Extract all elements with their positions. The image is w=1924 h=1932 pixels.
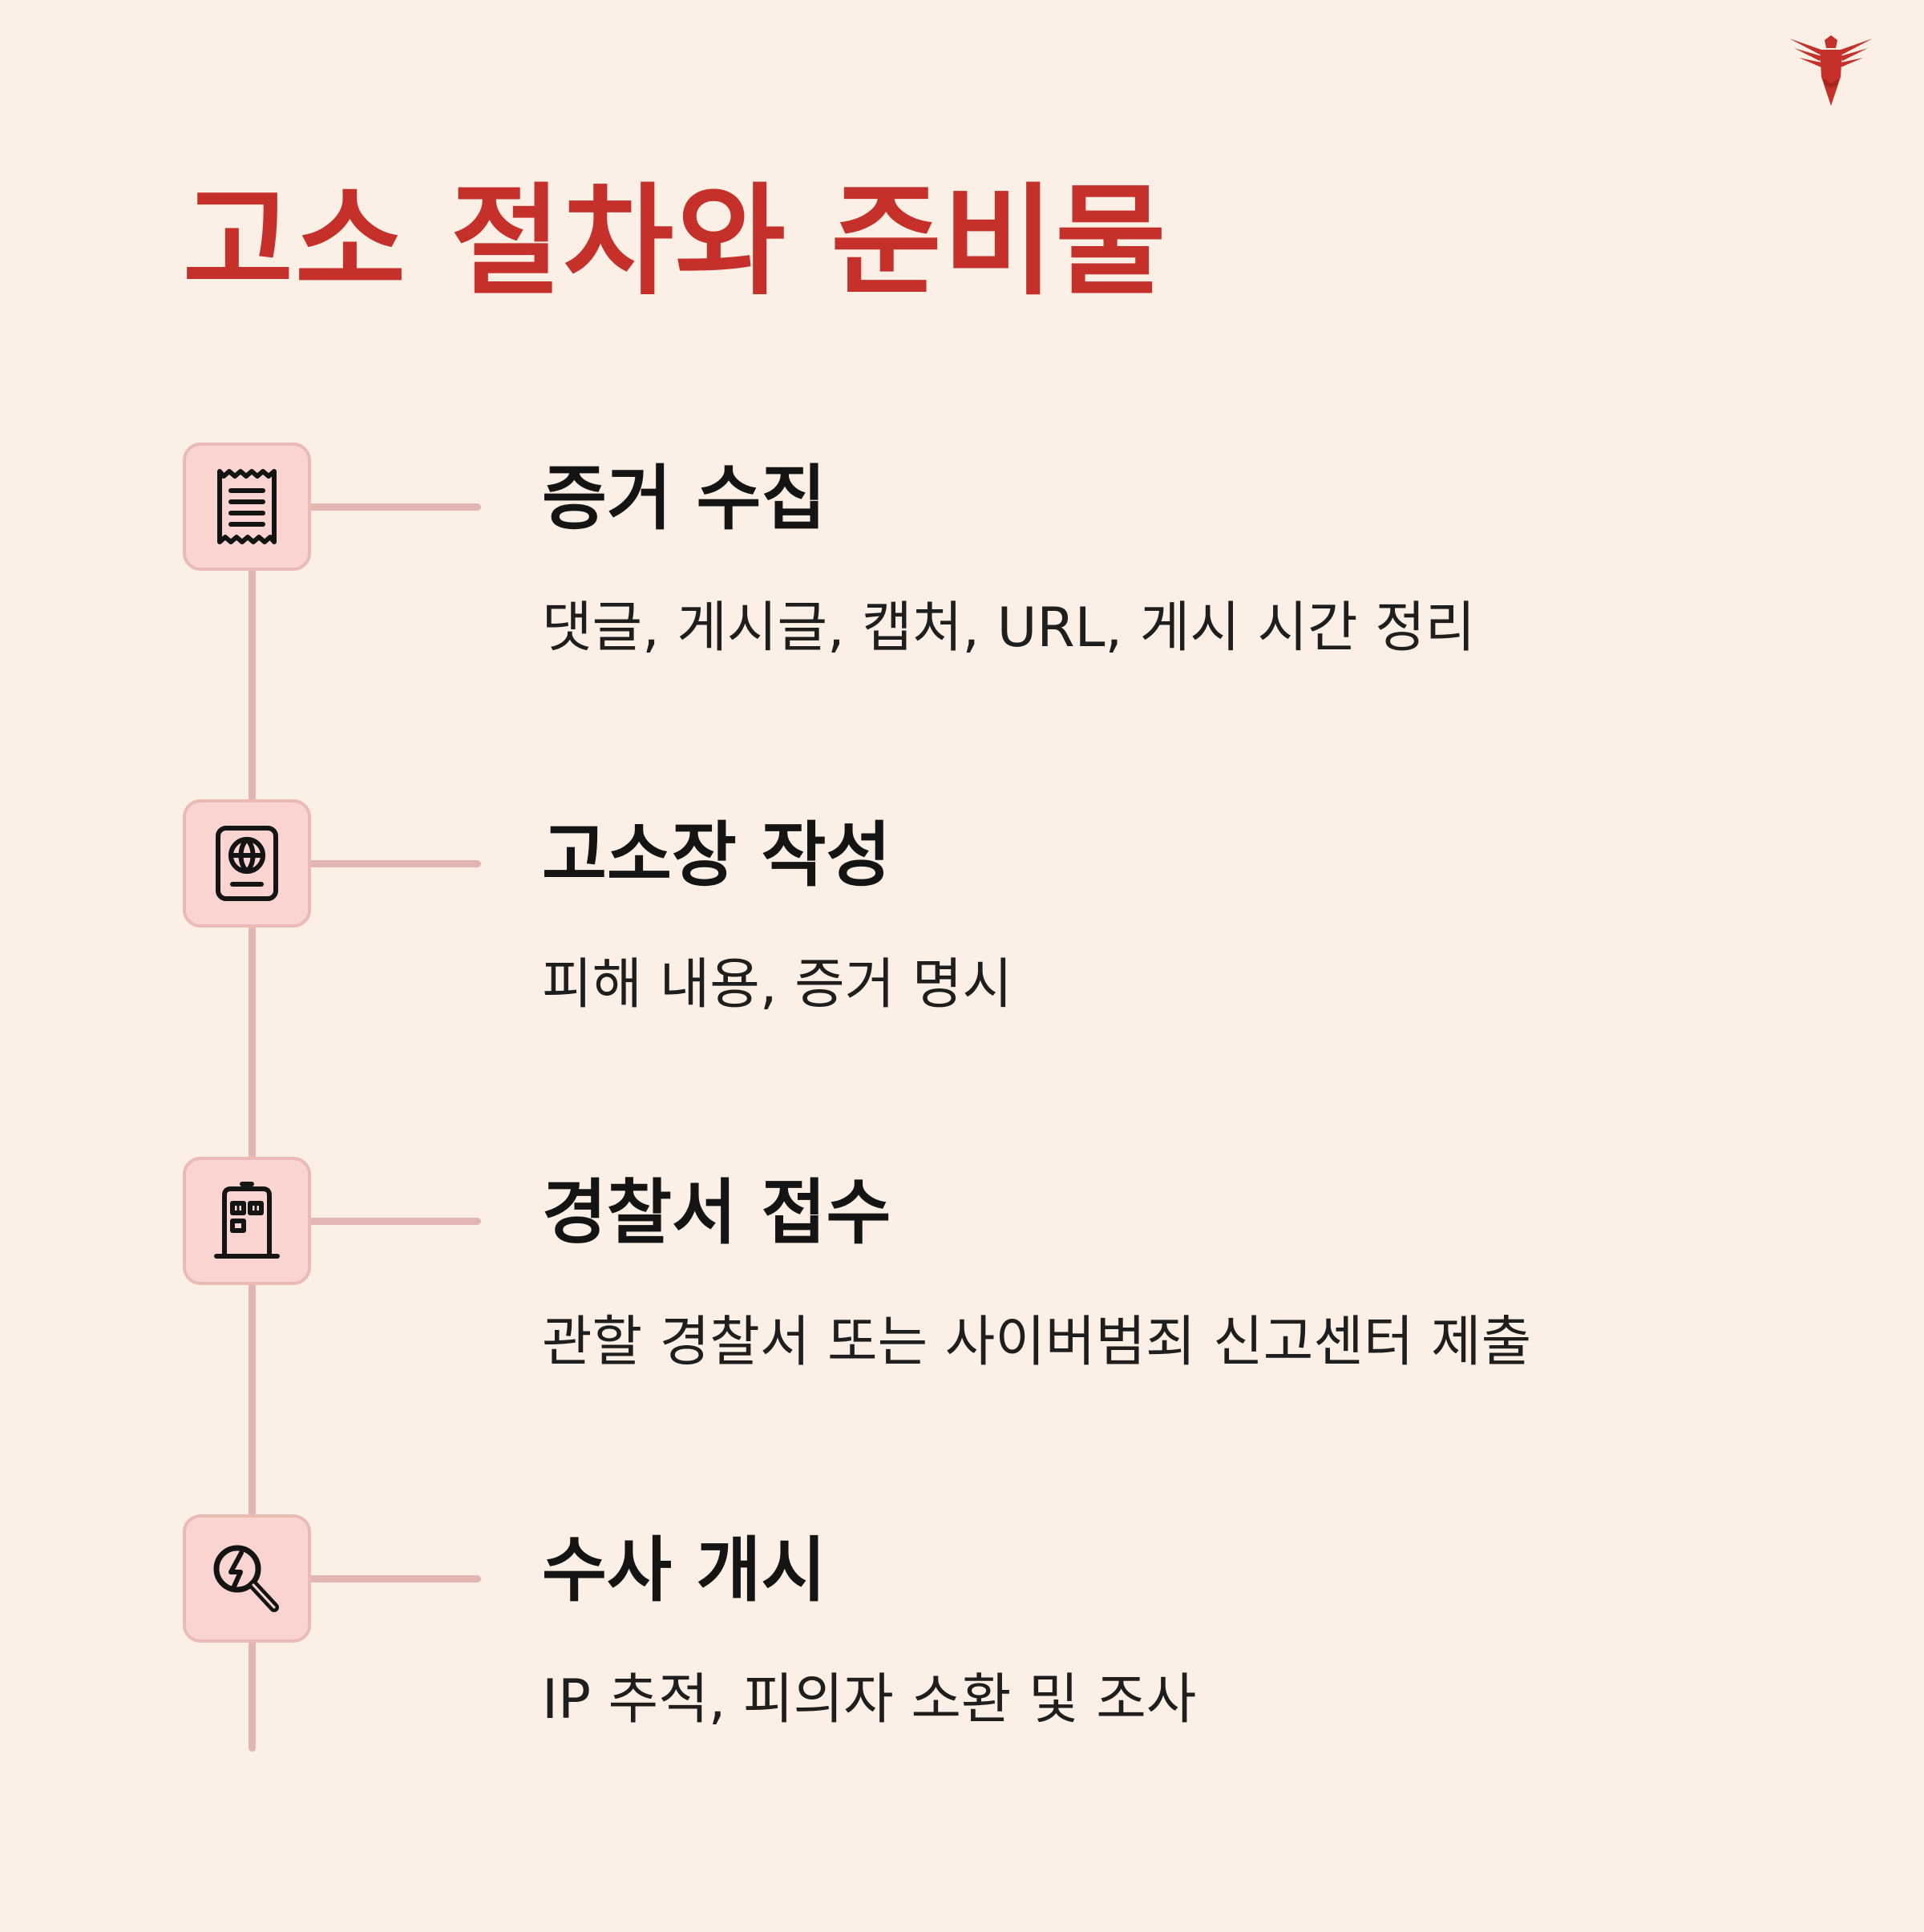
step-title: 고소장 작성 xyxy=(542,814,891,896)
step-evidence-collection: 증거 수집 댓글, 게시글, 캡처, URL, 게시 시간 정리 xyxy=(0,443,1924,683)
step-description: 댓글, 게시글, 캡처, URL, 게시 시간 정리 xyxy=(542,596,1476,660)
step-connector xyxy=(311,1218,481,1225)
step-icon-box xyxy=(183,1157,311,1285)
step-connector xyxy=(311,503,481,511)
eagle-logo-icon xyxy=(1789,35,1873,106)
page-title: 고소 절차와 준비물 xyxy=(183,172,1168,312)
step-icon-box xyxy=(183,799,311,928)
step-title: 증거 수집 xyxy=(542,457,827,540)
passport-icon xyxy=(216,826,278,901)
step-title: 경찰서 접수 xyxy=(542,1171,891,1254)
step-description: 관할 경찰서 또는 사이버범죄 신고센터 제출 xyxy=(542,1311,1532,1374)
step-police-submission: 경찰서 접수 관할 경찰서 또는 사이버범죄 신고센터 제출 xyxy=(0,1157,1924,1397)
police-box-icon xyxy=(214,1182,280,1259)
step-icon-box xyxy=(183,1514,311,1643)
step-description: 피해 내용, 증거 명시 xyxy=(542,953,1013,1017)
step-connector xyxy=(311,1575,481,1582)
step-investigation-start: 수사 개시 IP 추적, 피의자 소환 및 조사 xyxy=(0,1514,1924,1755)
step-complaint-writing: 고소장 작성 피해 내용, 증거 명시 xyxy=(0,799,1924,1040)
step-description: IP 추적, 피의자 소환 및 조사 xyxy=(542,1668,1197,1732)
receipt-icon xyxy=(217,469,277,544)
search-lightning-icon xyxy=(213,1545,279,1612)
step-connector xyxy=(311,860,481,867)
step-icon-box xyxy=(183,443,311,571)
timeline-spine xyxy=(249,521,256,1752)
step-title: 수사 개시 xyxy=(542,1529,827,1611)
